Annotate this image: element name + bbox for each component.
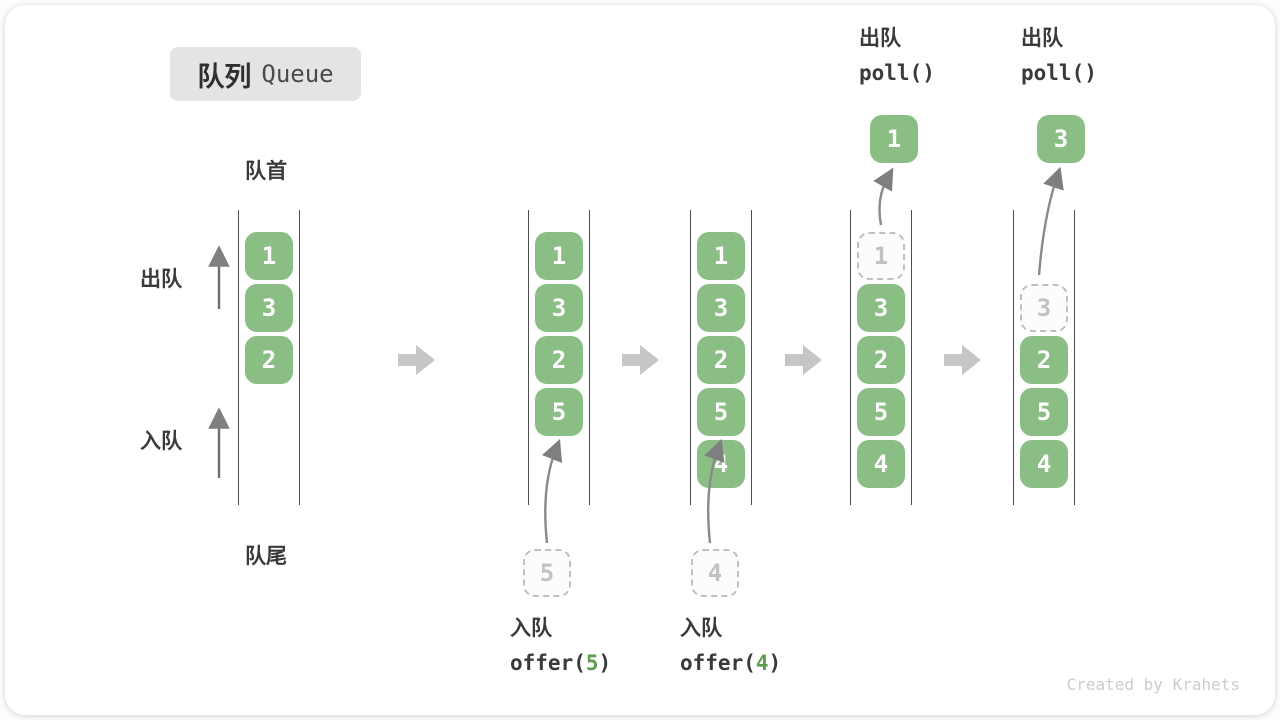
queue-cell-2: 2 <box>697 336 745 384</box>
queue-channel-state-offer-5 <box>528 210 590 505</box>
ghost-cell-3: 3 <box>1020 284 1068 332</box>
code-pre: offer( <box>510 651 586 675</box>
queue-cell-1: 1 <box>535 232 583 280</box>
queue-cell-2: 2 <box>857 336 905 384</box>
queue-cell-5: 5 <box>697 388 745 436</box>
code-pre: offer( <box>680 651 756 675</box>
dequeue-action-text: 出队 <box>859 27 901 50</box>
title-zh: 队列 <box>197 61 252 92</box>
dequeue-code-text: poll() <box>859 61 935 85</box>
dequeue-op-label-1: 出队 poll() <box>859 22 935 90</box>
queue-cell-2: 2 <box>535 336 583 384</box>
enqueue-op-label-4: 入队 offer(4) <box>680 612 781 680</box>
queue-channel-state-initial <box>238 210 300 505</box>
code-arg: 5 <box>585 651 599 675</box>
code-post: ) <box>768 651 782 675</box>
queue-cell-4: 4 <box>1020 440 1068 488</box>
enqueue-action-text: 入队 <box>510 617 552 640</box>
flow-arrow-1 <box>398 345 435 375</box>
queue-cell-3: 3 <box>535 284 583 332</box>
title-en: Queue <box>261 60 334 88</box>
flow-arrow-2 <box>622 345 659 375</box>
queue-cell-1: 1 <box>245 232 293 280</box>
queue-channel-state-poll-1 <box>850 210 912 505</box>
ghost-cell-1: 1 <box>857 232 905 280</box>
queue-cell-5: 5 <box>857 388 905 436</box>
polled-cell-1: 1 <box>870 115 918 163</box>
dequeue-code-text: poll() <box>1021 61 1097 85</box>
enqueue-code-text: offer(4) <box>680 646 781 680</box>
label-enqueue-side: 入队 <box>140 430 182 453</box>
queue-cell-3: 3 <box>857 284 905 332</box>
label-dequeue-side: 出队 <box>140 268 182 291</box>
enqueue-action-text: 入队 <box>680 617 722 640</box>
queue-cell-3: 3 <box>697 284 745 332</box>
queue-cell-2: 2 <box>1020 336 1068 384</box>
code-arg: 4 <box>755 651 769 675</box>
queue-cell-5: 5 <box>535 388 583 436</box>
flow-arrow-3 <box>785 345 822 375</box>
queue-cell-3: 3 <box>245 284 293 332</box>
credit-text: Created by Krahets <box>1066 675 1240 694</box>
queue-channel-state-offer-4 <box>690 210 752 505</box>
incoming-ghost-cell-5: 5 <box>523 549 571 597</box>
title-badge: 队列 Queue <box>170 47 361 101</box>
flow-arrow-4 <box>944 345 981 375</box>
polled-cell-3: 3 <box>1037 115 1085 163</box>
enqueue-code-text: offer(5) <box>510 646 611 680</box>
incoming-ghost-cell-4: 4 <box>691 549 739 597</box>
queue-cell-2: 2 <box>245 336 293 384</box>
queue-cell-4: 4 <box>697 440 745 488</box>
enqueue-op-label-5: 入队 offer(5) <box>510 612 611 680</box>
code-post: ) <box>598 651 612 675</box>
queue-channel-state-poll-3 <box>1013 210 1075 505</box>
label-queue-front: 队首 <box>245 160 287 183</box>
label-queue-rear: 队尾 <box>245 545 287 568</box>
queue-cell-4: 4 <box>857 440 905 488</box>
dequeue-op-label-3: 出队 poll() <box>1021 22 1097 90</box>
queue-cell-1: 1 <box>697 232 745 280</box>
queue-cell-5: 5 <box>1020 388 1068 436</box>
dequeue-action-text: 出队 <box>1021 27 1063 50</box>
